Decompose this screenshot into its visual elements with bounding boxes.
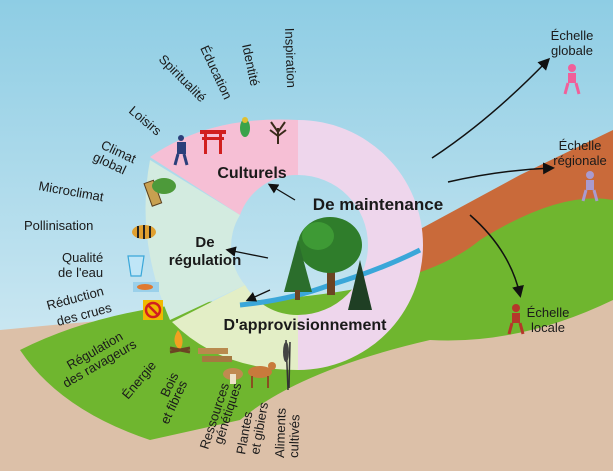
label-qualite-eau-2: de l'eau <box>58 265 103 280</box>
scale-local-line2: locale <box>531 320 565 335</box>
hiker-icon <box>173 135 189 166</box>
culturels-sector <box>150 119 298 215</box>
arrow-to-regional-scale <box>447 162 555 183</box>
label-aliments-2: cultivés <box>286 414 303 458</box>
person-icon <box>507 304 525 335</box>
culturels-label: Culturels <box>217 165 286 182</box>
arrow-to-culturels <box>267 183 296 201</box>
arrow-to-approvisionnement <box>245 289 271 302</box>
arrow-to-local-scale <box>469 214 524 298</box>
torii-gate-icon <box>200 130 226 154</box>
maintenance-label: De maintenance <box>313 195 443 214</box>
thermometer-tree-icon <box>143 178 176 207</box>
label-inspiration: Inspiration <box>282 28 299 88</box>
bird-icon <box>240 117 250 137</box>
no-pest-sign-icon <box>143 300 163 320</box>
arrow-to-global-scale <box>431 57 551 159</box>
approvisionnement-label: D'approvisionnement <box>224 317 388 334</box>
person-icon <box>581 171 599 202</box>
label-aliments-1: Aliments <box>272 407 289 458</box>
scale-local-line1: Échelle <box>527 305 570 320</box>
scale-regional-line1: Échelle <box>559 138 602 153</box>
campfire-icon <box>169 330 191 354</box>
scale-global-line2: globale <box>551 43 593 58</box>
regulation-sector <box>145 160 245 320</box>
maintenance-ring <box>298 120 423 370</box>
deer-icon <box>248 362 276 388</box>
label-pollinisation: Pollinisation <box>24 218 93 233</box>
tree-icon <box>269 121 287 144</box>
mushroom-icon <box>223 368 243 384</box>
scale-regional-line2: régionale <box>553 153 607 168</box>
wood-planks-icon <box>198 348 232 362</box>
label-qualite-eau-1: Qualité <box>62 250 103 265</box>
forest-illustration <box>284 217 372 310</box>
approvisionnement-sector <box>172 285 298 370</box>
person-icon <box>563 64 581 95</box>
regulation-label-line2: régulation <box>169 252 242 269</box>
wheat-icon <box>283 339 291 391</box>
bee-icon <box>132 225 156 239</box>
regulation-label-line1: De <box>195 234 214 251</box>
scale-global-line1: Échelle <box>551 28 594 43</box>
fish-icon <box>133 282 159 292</box>
arrow-to-regulation <box>225 246 269 259</box>
water-glass-icon <box>127 255 145 277</box>
